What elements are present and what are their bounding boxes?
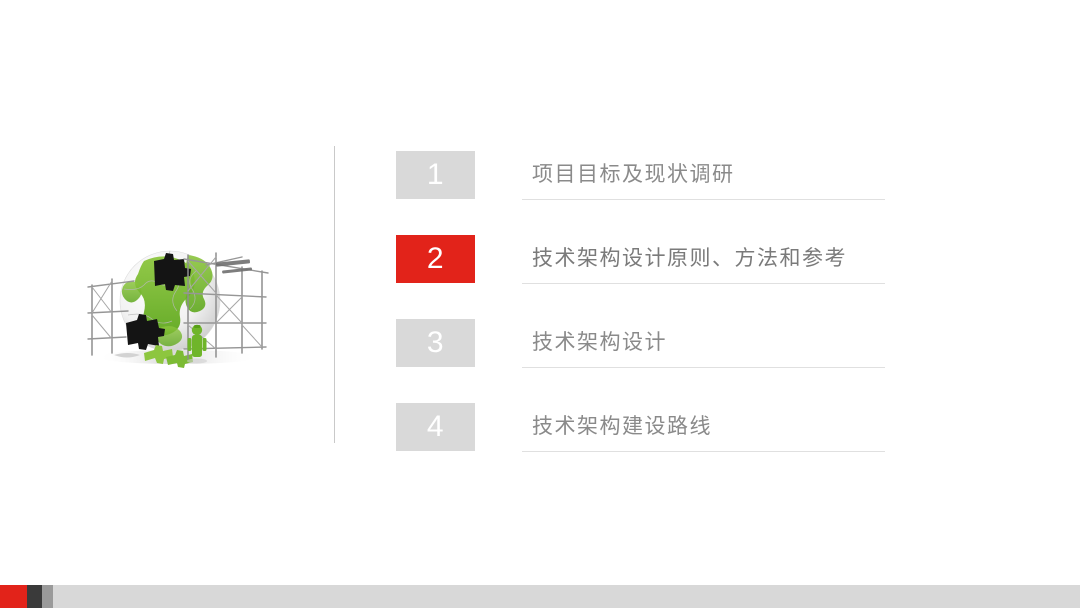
bottom-bar-segment-gray bbox=[42, 585, 53, 608]
bottom-bar-segment-red bbox=[0, 585, 27, 608]
agenda-number-1: 1 bbox=[426, 158, 445, 191]
globe-puzzle-scaffolding-image bbox=[66, 231, 286, 377]
agenda-number-box-2: 2 bbox=[396, 235, 475, 283]
agenda-number-2: 2 bbox=[426, 242, 445, 275]
agenda-number-3: 3 bbox=[426, 326, 445, 359]
agenda-rule-2 bbox=[522, 283, 885, 284]
vertical-divider bbox=[334, 146, 335, 443]
agenda-label-3: 技术架构设计 bbox=[532, 331, 667, 354]
agenda-item-3[interactable]: 3 技术架构设计 bbox=[396, 319, 896, 403]
agenda-label-2: 技术架构设计原则、方法和参考 bbox=[532, 247, 847, 270]
agenda-label-1: 项目目标及现状调研 bbox=[532, 163, 735, 186]
agenda-number-4: 4 bbox=[426, 410, 445, 443]
agenda-item-4[interactable]: 4 技术架构建设路线 bbox=[396, 403, 896, 487]
agenda-rule-1 bbox=[522, 199, 885, 200]
agenda-list: 1 项目目标及现状调研 2 技术架构设计原则、方法和参考 3 技术架构设计 4 … bbox=[396, 151, 896, 487]
agenda-number-box-1: 1 bbox=[396, 151, 475, 199]
agenda-rule-3 bbox=[522, 367, 885, 368]
bottom-bar-segment-dark bbox=[27, 585, 42, 608]
bottom-bar bbox=[0, 585, 1080, 608]
agenda-item-1[interactable]: 1 项目目标及现状调研 bbox=[396, 151, 896, 235]
agenda-number-box-3: 3 bbox=[396, 319, 475, 367]
agenda-label-4: 技术架构建设路线 bbox=[532, 415, 712, 438]
agenda-item-2[interactable]: 2 技术架构设计原则、方法和参考 bbox=[396, 235, 896, 319]
agenda-rule-4 bbox=[522, 451, 885, 452]
agenda-number-box-4: 4 bbox=[396, 403, 475, 451]
illustration-container bbox=[66, 231, 286, 377]
